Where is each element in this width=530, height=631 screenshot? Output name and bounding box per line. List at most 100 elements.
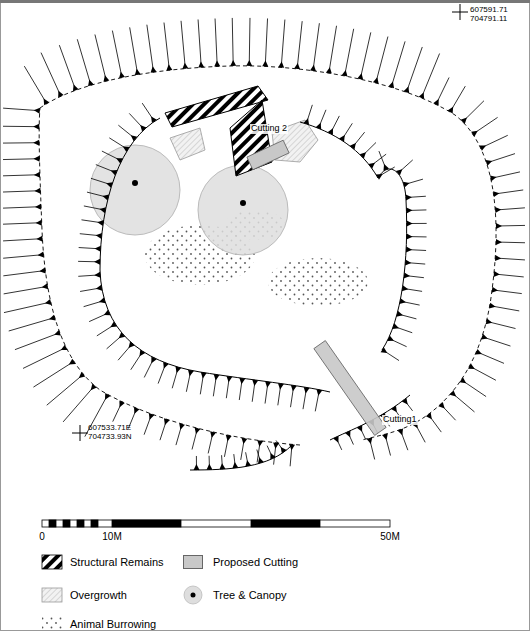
- legend-text: Overgrowth: [70, 589, 127, 601]
- bank-outer-edge: [40, 66, 496, 440]
- hachure-head: [214, 374, 220, 380]
- hachure-head: [496, 223, 502, 229]
- hachure-head: [333, 436, 338, 443]
- hachure-head: [163, 362, 169, 369]
- hachure-head: [373, 77, 379, 84]
- hachure-head: [116, 158, 123, 163]
- hachure-head: [97, 220, 103, 226]
- hachure-line: [63, 386, 94, 422]
- hachure-line: [95, 34, 106, 81]
- hachure-line: [376, 37, 388, 83]
- scale-label: 10M: [102, 531, 121, 542]
- hachure-line: [297, 21, 302, 69]
- legend-swatch: [191, 593, 196, 598]
- hachure-head: [140, 350, 146, 357]
- hachure-line: [4, 302, 51, 313]
- hachure-line: [9, 318, 55, 331]
- legend-swatch: [42, 555, 62, 569]
- hachure-head: [38, 252, 44, 258]
- hachure-head: [246, 60, 252, 66]
- hachure-head: [405, 259, 411, 265]
- hachure-head: [134, 407, 140, 414]
- hachure-head: [151, 66, 157, 72]
- coordinate-label: 704791.11: [470, 15, 507, 24]
- hachure-head: [403, 182, 410, 188]
- hachure-head: [486, 318, 493, 324]
- coordinate-label: 607533.71E: [88, 424, 131, 433]
- hachure-head: [316, 389, 322, 395]
- proposed-cutting: [314, 341, 386, 436]
- hachure-head: [232, 462, 238, 468]
- hachure-head: [239, 378, 245, 384]
- hachure-line: [345, 29, 354, 76]
- hachure-head: [140, 125, 146, 131]
- hachure-head: [39, 268, 45, 274]
- hachure-head: [102, 195, 109, 201]
- hachure-line: [360, 32, 371, 79]
- hachure-line: [3, 271, 45, 276]
- hachure-line: [3, 255, 43, 259]
- hachure-head: [219, 463, 225, 469]
- survey-cross: [72, 4, 468, 441]
- hachure-head: [304, 387, 310, 393]
- hachure-line: [47, 374, 84, 405]
- hachure-head: [194, 464, 200, 470]
- hachure-head: [357, 73, 363, 80]
- hachure-head: [265, 381, 271, 387]
- hachure-head: [450, 390, 457, 396]
- hachure-head: [392, 323, 399, 329]
- hachure-head: [131, 135, 138, 141]
- legend-text: Proposed Cutting: [213, 556, 298, 568]
- hachure-head: [316, 123, 322, 130]
- burrowing-area: [268, 258, 368, 306]
- hachure-head: [210, 431, 216, 438]
- hachure-head: [492, 287, 498, 293]
- hachure-line: [421, 54, 439, 98]
- hachure-line: [406, 47, 422, 92]
- hachure-head: [44, 99, 50, 106]
- hachure-head: [69, 359, 76, 365]
- hachure-head: [61, 345, 68, 350]
- hachure-head: [495, 255, 501, 261]
- hachure-head: [49, 315, 56, 321]
- hachure-head: [201, 372, 207, 378]
- hachure-head: [438, 402, 444, 408]
- hachure-head: [179, 423, 185, 430]
- hachure-head: [241, 438, 247, 444]
- hachure-head: [468, 363, 475, 368]
- hachure-line: [59, 45, 75, 90]
- hachure-head: [402, 398, 408, 405]
- hachure-head: [475, 349, 482, 355]
- hachure-line: [181, 21, 185, 69]
- hachure-head: [396, 311, 403, 317]
- hachure-head: [310, 65, 316, 71]
- coordinate-label: 607591.71: [470, 6, 508, 15]
- legend-swatch: [183, 555, 203, 569]
- hachure-head: [262, 60, 268, 66]
- hachure-head: [206, 464, 212, 470]
- hachure-head: [289, 444, 295, 450]
- hachure-head: [350, 143, 356, 150]
- hachure-head: [226, 376, 232, 382]
- hachure-line: [391, 41, 405, 87]
- hachure-head: [79, 372, 86, 378]
- hachure-head: [96, 233, 102, 239]
- hachure-line: [164, 23, 169, 71]
- hachure-line: [215, 19, 217, 67]
- hachure-head: [479, 145, 486, 150]
- hachure-head: [494, 271, 500, 277]
- hachure-head: [357, 425, 362, 432]
- hachure-head: [123, 146, 130, 152]
- hachure-head: [104, 310, 111, 315]
- hachure-line: [3, 158, 39, 160]
- hachure-line: [147, 25, 154, 73]
- hachure-head: [94, 272, 100, 278]
- hachure-head: [383, 164, 389, 171]
- hachure-head: [35, 204, 41, 210]
- hachure-head: [42, 283, 48, 289]
- hachure-head: [426, 413, 432, 420]
- hachure-head: [33, 124, 39, 130]
- hachure-line: [112, 31, 122, 78]
- hachure-head: [111, 170, 118, 176]
